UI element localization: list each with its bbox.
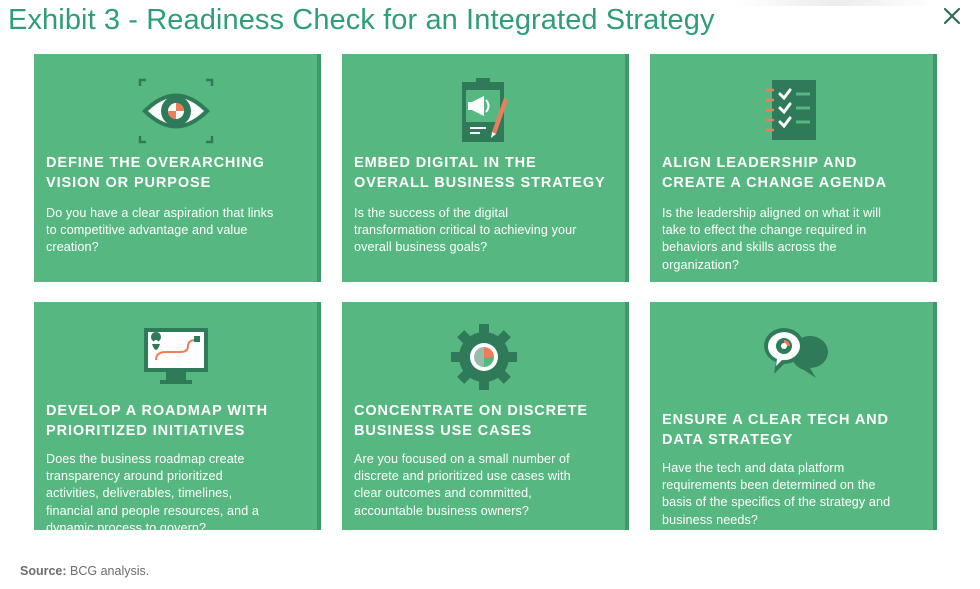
card-heading: EMBED DIGITAL IN THE OVERALL BUSINESS ST… <box>354 155 606 191</box>
card-concentrate-use-cases: CONCENTRATE ON DISCRETE BUSINESS USE CAS… <box>342 302 629 530</box>
card-embed-digital: EMBED DIGITAL IN THE OVERALL BUSINESS ST… <box>342 54 629 282</box>
exhibit-title: Exhibit 3 - Readiness Check for an Integ… <box>8 4 715 36</box>
card-define-vision: DEFINE THE OVERARCHING VISION OR PURPOSE… <box>34 54 321 282</box>
card-body: Have the tech and data platform requirem… <box>662 461 891 527</box>
gear-chart-icon <box>444 322 524 392</box>
checklist-icon <box>752 76 832 146</box>
card-align-leadership: ALIGN LEADERSHIP AND CREATE A CHANGE AGE… <box>650 54 937 282</box>
close-button[interactable] <box>940 4 964 28</box>
card-heading: CONCENTRATE ON DISCRETE BUSINESS USE CAS… <box>354 403 588 439</box>
card-body: Is the success of the digital transforma… <box>354 206 577 255</box>
card-tech-data-strategy: ENSURE A CLEAR TECH AND DATA STRATEGY Ha… <box>650 302 937 530</box>
card-heading: DEVELOP A ROADMAP WITH PRIORITIZED INITI… <box>46 403 269 439</box>
source-text: BCG analysis. <box>70 564 150 578</box>
roadmap-monitor-icon <box>136 322 216 392</box>
card-develop-roadmap: DEVELOP A ROADMAP WITH PRIORITIZED INITI… <box>34 302 321 535</box>
card-body: Is the leadership aligned on what it wil… <box>662 206 882 272</box>
card-body: Are you focused on a small number of dis… <box>354 452 571 518</box>
source-note: Source: BCG analysis. <box>20 564 149 578</box>
source-label: Source: <box>20 564 67 578</box>
card-body: Does the business roadmap create transpa… <box>46 452 260 535</box>
card-heading: DEFINE THE OVERARCHING VISION OR PURPOSE <box>46 155 265 191</box>
chat-bubbles-icon <box>752 322 832 392</box>
card-heading: ENSURE A CLEAR TECH AND DATA STRATEGY <box>662 412 889 448</box>
close-icon <box>943 7 961 25</box>
card-body: Do you have a clear aspiration that link… <box>46 206 274 255</box>
card-heading: ALIGN LEADERSHIP AND CREATE A CHANGE AGE… <box>662 155 887 191</box>
eye-icon <box>136 76 216 146</box>
top-edge-fade <box>735 0 935 6</box>
clipboard-megaphone-icon <box>444 76 524 146</box>
